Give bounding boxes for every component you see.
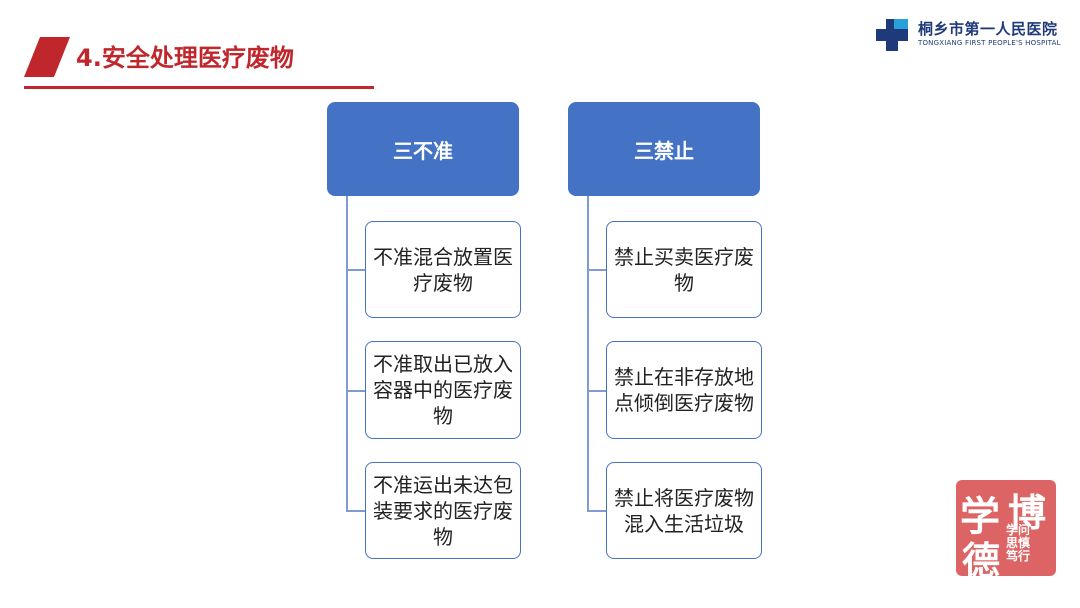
- page-title: 4.安全处理医疗废物: [76, 44, 294, 72]
- group-2-branch-2: [587, 390, 606, 392]
- title-underline: [24, 86, 374, 89]
- group-header-sanbuzhun: 三不准: [327, 102, 519, 196]
- hospital-name-cn: 桐乡市第一人民医院: [918, 20, 1058, 38]
- rule-item: 不准取出已放入容器中的医疗废物: [365, 341, 521, 439]
- group-2-branch-1: [587, 269, 606, 271]
- group-1-connector: [346, 196, 348, 511]
- rule-item: 不准运出未达包装要求的医疗废物: [365, 462, 521, 559]
- group-1-branch-3: [346, 510, 365, 512]
- rule-item: 不准混合放置医疗废物: [365, 221, 521, 318]
- group-2-branch-3: [587, 510, 606, 512]
- group-header-sanjinzhi: 三禁止: [568, 102, 760, 196]
- group-2-connector: [587, 196, 589, 511]
- seal-stamp: 学 博 德 学问思慎笃行: [956, 480, 1056, 583]
- rule-item: 禁止在非存放地点倾倒医疗废物: [606, 341, 762, 439]
- group-1-branch-2: [346, 390, 365, 392]
- hospital-logo-icon: [876, 19, 908, 51]
- rule-item: 禁止将医疗废物混入生活垃圾: [606, 462, 762, 559]
- group-1-branch-1: [346, 269, 365, 271]
- title-accent-bar: [24, 37, 70, 77]
- rule-item: 禁止买卖医疗废物: [606, 221, 762, 318]
- hospital-name-en: TONGXIANG FIRST PEOPLE'S HOSPITAL: [918, 39, 1061, 47]
